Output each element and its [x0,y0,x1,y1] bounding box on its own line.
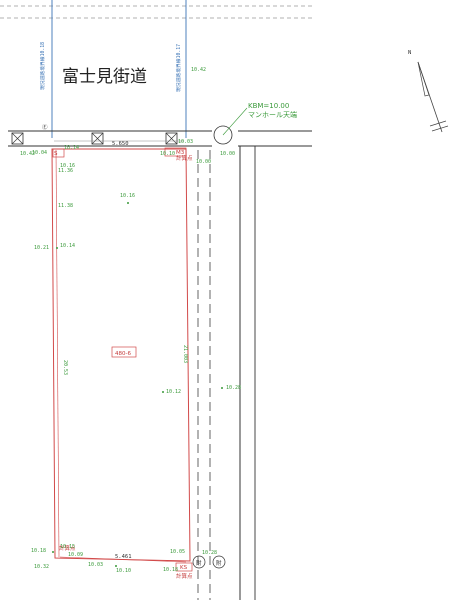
corner-marker-nw-label: S [54,151,58,157]
boundary-circle-1-label: 附 [196,559,202,567]
elev-label: 10.00 [196,159,211,165]
curb-block-3 [165,132,178,145]
manhole-kbm-label: KBM=10.00 [248,102,289,110]
elev-label: 10.15 [60,544,75,550]
corner-marker-ne-label: M3 [176,150,185,156]
north-arrow [417,61,449,133]
lot-number-box [111,346,137,358]
dim-bottom-line [59,556,187,563]
manhole-circle [213,125,233,145]
manhole-leader [222,107,248,136]
corner-marker-nw [52,148,65,158]
road-symbol: Ⓔ [42,123,48,131]
corner-marker-se [175,562,193,572]
elev-label: 10.42 [20,151,35,157]
elev-label: 10.14 [60,243,75,249]
dim-top-label: 5.650 [112,141,129,147]
corner-marker-se-calc: 計算点 [176,572,193,580]
boundary-circle-2 [212,555,226,569]
corner-marker-ne-calc: 計算点 [176,154,193,162]
dim-right-label: 21.003 [182,345,188,363]
lot-number-label: 480-6 [115,351,131,357]
elev-label: 10.28 [226,385,241,391]
elev-label: 10.28 [202,550,217,556]
elev-label: 10.00 [220,151,235,157]
elev-label: 10.21 [34,245,49,251]
lot-boundary-inner-left [55,149,60,558]
road-width-right-label: 現況道路境界線10.17 [175,44,182,92]
corner-marker-ne [164,147,187,157]
elev-label: 10.03 [178,139,193,145]
curb-block-2 [91,132,104,145]
elev-label: 10.18 [31,548,46,554]
elev-label: 10.10 [116,568,131,574]
elev-label: 10.12 [166,389,181,395]
dim-left-label: 20.53 [62,360,68,375]
elevation-markers [52,202,223,567]
elev-label: 10.03 [88,562,103,568]
elev-label: 10.18 [163,567,178,573]
boundary-circle-2-label: 附 [216,559,222,567]
elev-label: 10.14 [64,145,79,151]
corner-marker-se-label: KS [180,565,188,571]
elev-label: 10.04 [32,150,47,156]
dim-bottom-label: 5.461 [115,554,132,560]
elevation-points: 10.42 10.14 10.03 10.04 10.00 11.36 11.3… [20,67,241,574]
elev-label: 11.36 [58,168,73,174]
elev-label: 10.16 [60,163,75,169]
boundary-circle-1 [192,555,206,569]
elev-label: 10.10 [160,151,175,157]
road-width-left-label: 現況道路境界線10.18 [39,42,46,90]
elev-label: 10.32 [34,564,49,570]
elev-label: 11.38 [58,203,73,209]
elev-label: 10.16 [120,193,135,199]
corner-marker-sw-calc: 計算点 [59,544,76,552]
north-label: N [408,50,411,56]
elev-label: 10.09 [68,552,83,558]
lot-boundary [51,148,191,562]
manhole-note-label: マンホール天端 [248,110,297,119]
curb-block-1 [11,132,24,145]
elev-label: 10.05 [170,549,185,555]
elev-label: 10.42 [191,67,206,73]
road-name-label: 富士見街道 [62,67,147,87]
